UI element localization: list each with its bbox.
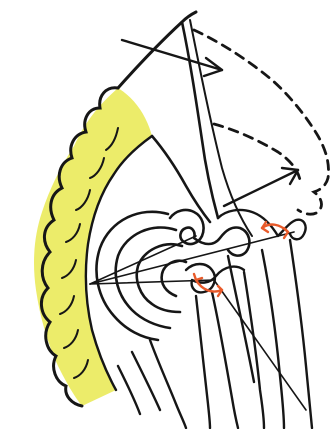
arrow-icon	[224, 168, 298, 206]
right-fold	[218, 210, 306, 239]
lower-strands	[118, 240, 312, 428]
arrow-icon	[122, 40, 222, 76]
dashed-inner	[214, 124, 300, 180]
concentric-folds	[96, 212, 186, 340]
upper-wedge-left	[152, 136, 210, 222]
orange-markers	[194, 222, 288, 296]
central-fold	[170, 210, 249, 256]
